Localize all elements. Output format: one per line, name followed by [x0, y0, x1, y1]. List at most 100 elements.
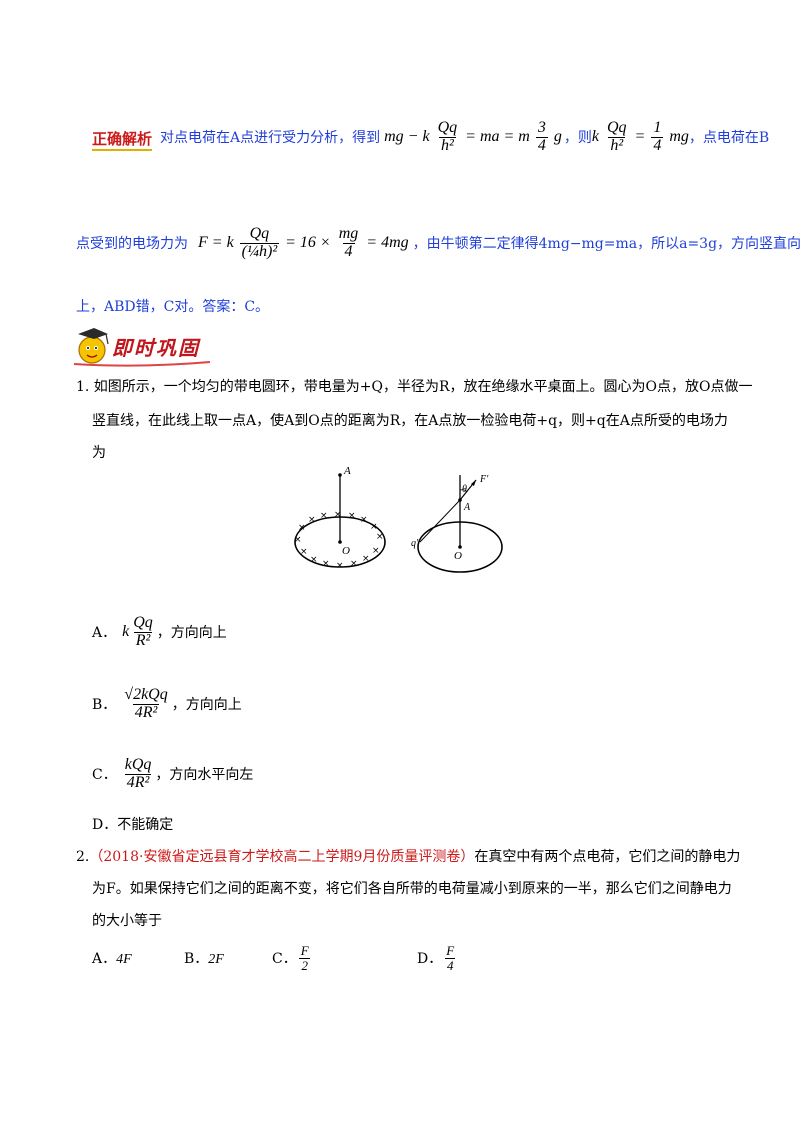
svg-text:×: × [360, 515, 368, 525]
eq-den: 4 [535, 136, 548, 154]
option-letter: A． [92, 625, 117, 641]
question-text: 为 [92, 445, 106, 461]
eq-term: = 16 × [285, 233, 331, 251]
question-text: 的大小等于 [92, 913, 162, 929]
label-A: A [343, 465, 351, 477]
eq-num: Qq [606, 118, 627, 136]
eq-den: 4R² [132, 703, 160, 721]
charge-marks: ××× ××× ××× ××× ××× × [294, 510, 384, 571]
option-D[interactable]: D．不能确定 [92, 814, 173, 834]
eq-den: 4 [342, 242, 355, 260]
svg-text:×: × [298, 523, 306, 533]
analysis-line-3: 上，ABD错，C对。答案：C。 [76, 296, 269, 316]
option-letter: D． [92, 817, 118, 833]
eq-num: Qq [249, 224, 270, 242]
option-letter: C． [92, 767, 117, 783]
question-text: 在真空中有两个点电荷，它们之间的静电力 [474, 849, 741, 865]
option-letter: D． [417, 951, 443, 967]
label-theta: θ [462, 484, 467, 495]
svg-text:×: × [362, 554, 370, 564]
eq-den: h² [438, 136, 456, 154]
eq-num: Qq [437, 118, 458, 136]
analysis-text: 点受到的电场力为 [76, 236, 188, 252]
eq-term: mg [669, 127, 689, 145]
eq-num: 3 [537, 118, 546, 136]
eq-den: 4R² [124, 773, 152, 791]
eq-num: 1 [653, 118, 662, 136]
eq-term: k [591, 127, 599, 145]
eq-term: = 4mg [366, 233, 409, 251]
eq-term: mg − k [384, 127, 430, 145]
eq-num: kQq [124, 755, 152, 773]
section-title: 即时巩固 [112, 336, 200, 360]
charged-ring-diagram: ××× ××× ××× ××× ××× × A O θ F′ A [294, 465, 503, 573]
option-B[interactable]: B．2F [184, 948, 272, 968]
eq-num: F [446, 942, 455, 958]
question-text: 为F。如果保持它们之间的距离不变，将它们各自所带的电荷量减小到原来的一半，那么它… [92, 881, 732, 897]
eq-den: h² [608, 136, 626, 154]
svg-text:×: × [372, 546, 380, 556]
eq-num: √2kQq [124, 685, 168, 703]
option-text: ，方向向上 [156, 625, 227, 641]
option-value: 2F [208, 952, 224, 967]
label-q: q′ [411, 538, 419, 549]
analysis-text: 上，ABD错，C对。答案：C。 [76, 299, 270, 315]
label-O: O [342, 545, 350, 557]
question-number: 2. [76, 849, 90, 865]
analysis-text: ，则 [563, 130, 592, 146]
section-header: 即时巩固 [70, 324, 220, 368]
svg-text:×: × [348, 511, 356, 521]
svg-text:×: × [310, 555, 318, 565]
eq-term: = [634, 127, 646, 145]
eq-den: 4 [651, 136, 664, 154]
label-F: F′ [479, 474, 489, 485]
question-line: 2.（2018·安徽省定远县育才学校高二上学期9月份质量评测卷）在真空中有两个点… [76, 842, 740, 872]
option-value: 4F [116, 952, 132, 967]
eq-term: F = k [198, 233, 234, 251]
svg-text:×: × [294, 535, 302, 545]
analysis-text: ，点电荷在B [688, 130, 770, 146]
svg-text:×: × [376, 532, 384, 542]
svg-text:×: × [370, 522, 378, 532]
option-A[interactable]: A．4F [92, 948, 184, 968]
svg-text:×: × [322, 559, 330, 569]
analysis-label: 正确解析 [92, 128, 153, 151]
svg-text:×: × [334, 510, 342, 520]
svg-text:×: × [300, 547, 308, 557]
ring-figure: ××× ××× ××× ××× ××× × A O θ F′ A [290, 460, 530, 590]
option-letter: B． [184, 951, 209, 967]
eq-den: 4 [444, 957, 456, 973]
svg-text:×: × [320, 511, 328, 521]
option-text: ，方向水平向左 [155, 767, 254, 783]
eq-num: F [300, 942, 309, 958]
analysis-text: 对点电荷在A点进行受力分析，得到 [160, 130, 381, 146]
question-text: 1. 如图所示，一个均匀的带电圆环，带电量为+Q，半径为R，放在绝缘水平桌面上。… [76, 379, 753, 395]
question-text: 竖直线，在此线上取一点A，使A到O点的距离为R，在A点放一检验电荷+q，则+q在… [92, 413, 728, 429]
label-O: O [454, 550, 462, 562]
option-text: ，方向向上 [171, 697, 242, 713]
svg-text:×: × [336, 561, 344, 571]
option-letter: C． [272, 951, 297, 967]
eq-term: g [553, 127, 562, 145]
label-A: A [463, 502, 471, 513]
eq-term: = ma = m [465, 127, 530, 145]
eq-den: (¼h)² [239, 242, 280, 260]
question-source: （2018·安徽省定远县育才学校高二上学期9月份质量评测卷） [89, 849, 475, 865]
option-text: 不能确定 [117, 817, 174, 833]
mascot-graduate-icon [73, 328, 211, 367]
analysis-text: ，由牛顿第二定律得4mg−mg=ma，所以a=3g，方向竖直向 [412, 236, 800, 252]
option-letter: A． [92, 951, 117, 967]
eq-num: mg [338, 224, 359, 242]
eq-den: R² [133, 631, 153, 649]
